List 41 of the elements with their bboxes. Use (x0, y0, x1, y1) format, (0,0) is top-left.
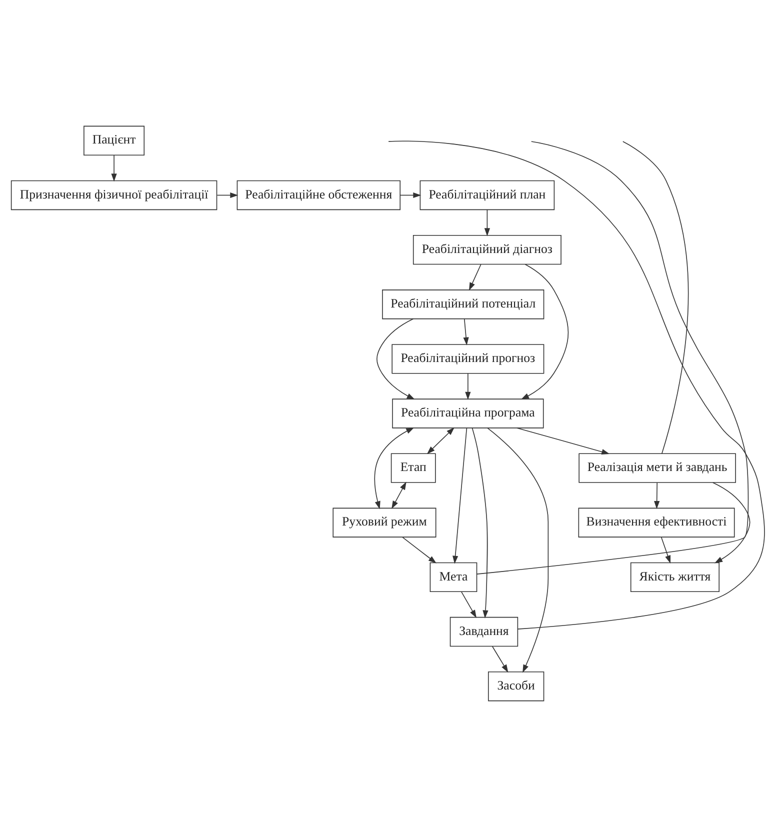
node-box: Реабілітаційний план (420, 180, 555, 210)
node-box: Завдання (450, 616, 518, 646)
node-box: Етап (390, 452, 436, 482)
node-box: Реалізація мети й завдань (578, 452, 736, 482)
arrow (492, 646, 508, 672)
node-box: Визначення ефективності (578, 507, 735, 537)
arrow (376, 318, 415, 400)
node-box: Якість життя (630, 562, 720, 592)
node-box: Руховий режим (332, 507, 436, 537)
arrow (400, 192, 422, 198)
arrow (516, 427, 610, 454)
arrow (402, 536, 436, 563)
node-box: Мета (430, 562, 478, 592)
node-box: Засоби (488, 671, 544, 701)
node-box: Реабілітаційний прогноз (392, 344, 544, 374)
arrow (487, 427, 549, 672)
arrow (660, 536, 670, 564)
arrow (654, 482, 660, 509)
node-box: Пацієнт (84, 125, 145, 155)
node-box: Реабілітаційна програма (392, 398, 544, 428)
arrow (468, 264, 482, 290)
arrow (520, 263, 569, 400)
arrow (452, 427, 468, 564)
arrow (472, 427, 488, 618)
node-box: Реабілітаційне обстеження (236, 180, 401, 210)
arrow (216, 192, 238, 198)
connector (388, 140, 765, 629)
arrow (111, 154, 117, 182)
node-box: Реабілітаційний потенціал (382, 289, 544, 319)
arrow (461, 591, 477, 618)
arrow (374, 426, 414, 509)
arrow (484, 209, 490, 236)
node-box: Реабілітаційний діагноз (412, 234, 562, 264)
connector (476, 140, 749, 574)
arrow (392, 481, 406, 508)
arrow (426, 426, 454, 454)
arrow (465, 372, 471, 400)
connector (622, 140, 689, 454)
arrow (463, 318, 469, 345)
arrow (712, 482, 750, 563)
node-box: Призначення фізичної реабілітації (10, 180, 218, 210)
